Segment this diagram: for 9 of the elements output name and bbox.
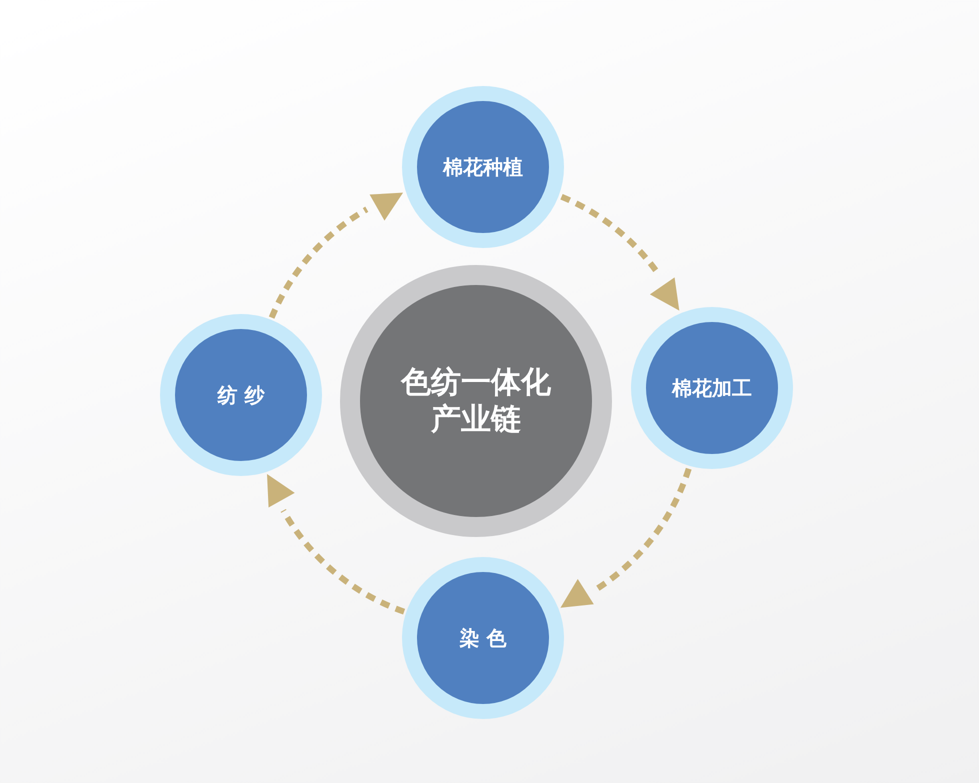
node-label: 棉花种植	[442, 154, 524, 180]
dashed-arrow	[268, 192, 404, 319]
node-label: 纺 纱	[216, 382, 266, 408]
node-label: 棉花加工	[670, 376, 753, 400]
dashed-arrow	[267, 474, 406, 614]
node-label: 色纺一体化产业链	[401, 364, 551, 438]
dashed-arrow	[560, 468, 692, 608]
node-label: 染 色	[458, 626, 508, 650]
dashed-arrow	[560, 194, 680, 311]
